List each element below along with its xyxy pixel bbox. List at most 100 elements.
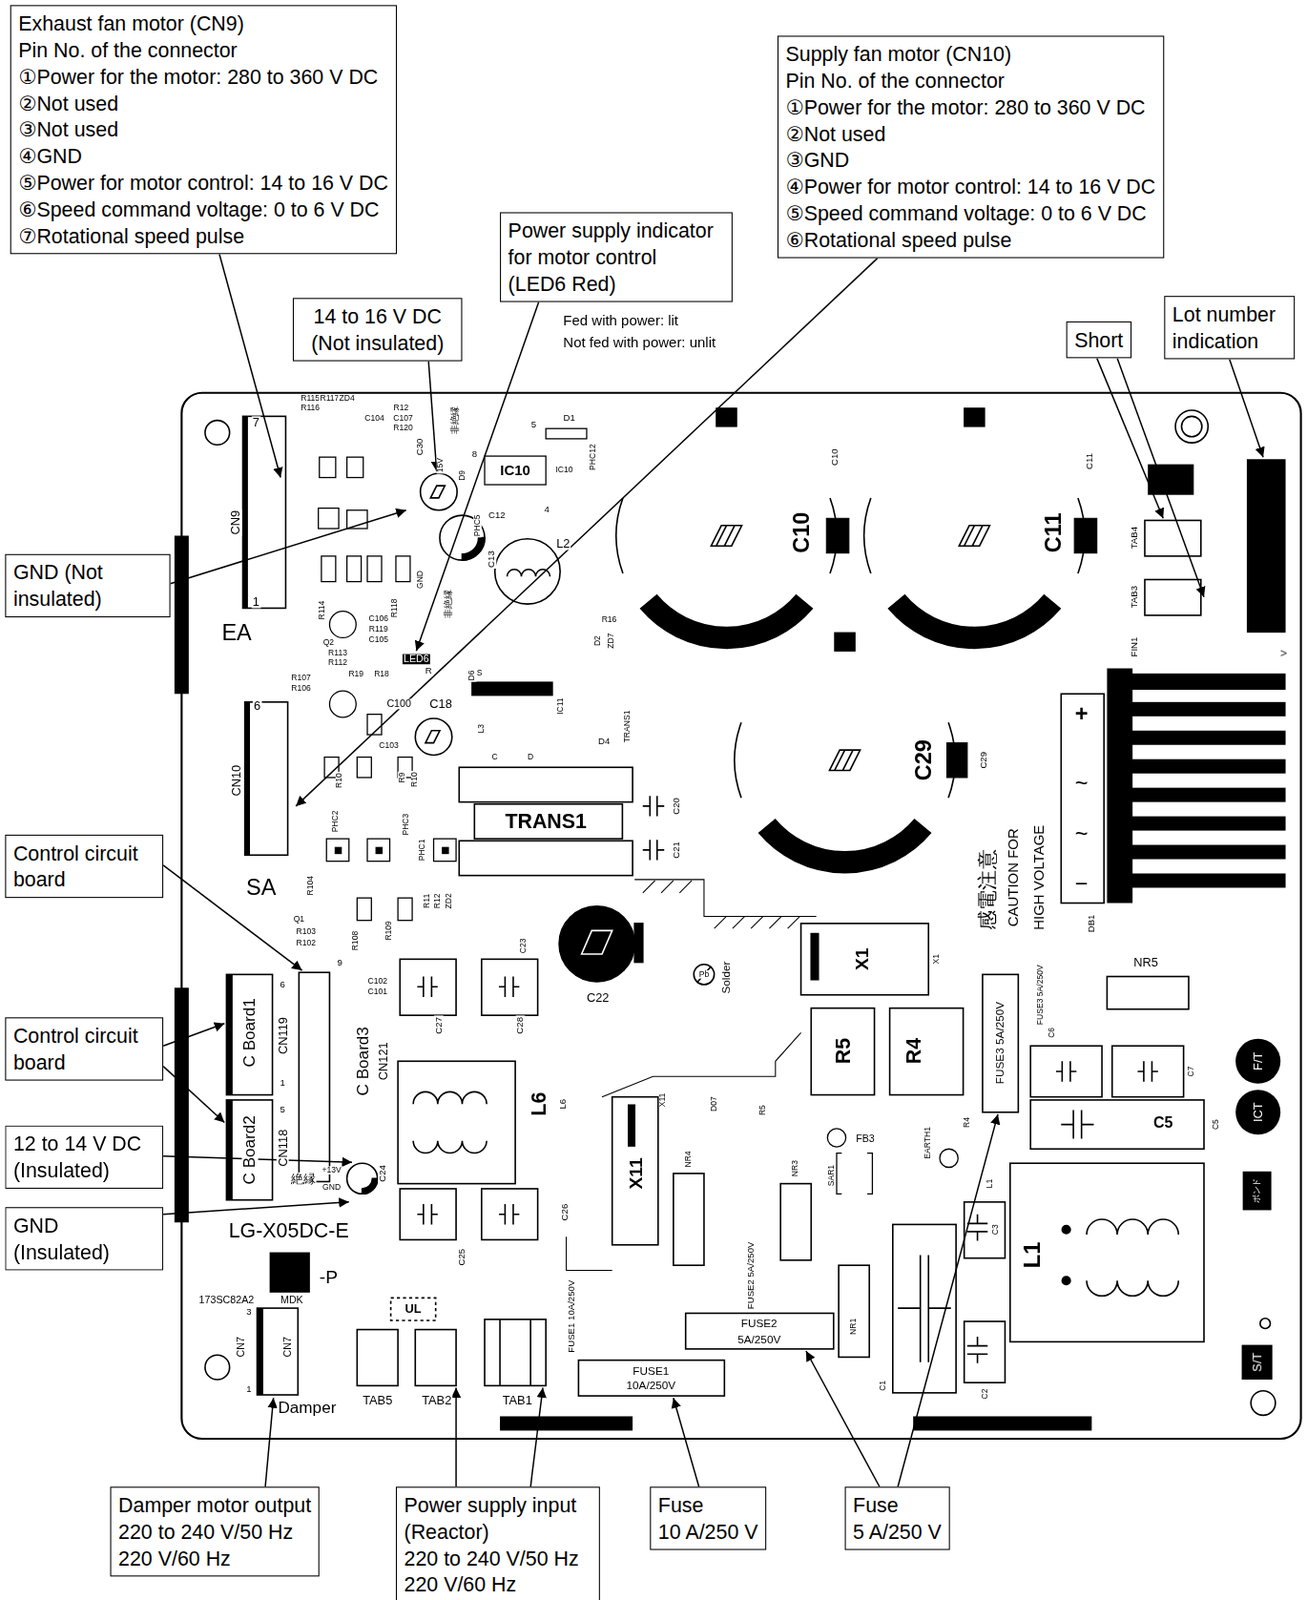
callout-box: GND (Insulated) [4,1206,164,1270]
part-label: 5A/250V [736,1333,782,1346]
callout-text: Pin No. of the connector [786,67,1157,95]
callout-text: ③GND [786,146,1157,174]
part-label: C103 [377,742,400,751]
power-component [685,1312,834,1349]
film-capacitor [498,976,519,997]
connector-latch [226,415,264,1395]
connector-outline [257,1307,299,1395]
film-capacitor [1030,1099,1204,1149]
film-capacitor [399,795,1204,1393]
connector-outline [243,415,287,608]
part-label: 3 [245,1307,253,1318]
callout-text: Pin No. of the connector [18,37,389,64]
small-component [836,1153,872,1195]
callout-text: ④GND [18,143,389,170]
part-label: C5 [1212,1118,1222,1131]
power-component [628,1104,635,1146]
part-label: PHC3 [401,812,411,837]
part-label: 非絶縁 [444,589,455,620]
callout-box: Damper motor output220 to 240 V/50 Hz220… [110,1486,320,1577]
part-label: 1 [245,1385,253,1395]
part-label: L6 [559,1098,569,1111]
part-label: C7 [1187,1064,1197,1078]
part-label: C Board1 [241,996,258,1068]
callout-box: Fuse10 A/250 V [649,1486,767,1550]
large-capacitor [710,525,742,546]
large-capacitor [946,743,967,778]
small-component [356,757,372,778]
part-label: + [1074,703,1090,727]
part-label: C24 [377,1163,388,1183]
part-label: FUSE1 [631,1366,670,1378]
part-label: 10A/250V [624,1379,677,1391]
part-label: 1 [251,596,261,609]
large-capacitor [648,601,806,638]
electrolytic-capacitor [559,906,635,982]
part-label: C29 [978,750,989,770]
part-label: PHC1 [417,837,427,862]
callout-text: Fuse [852,1492,942,1519]
callout-text: 220 V/60 Hz [404,1571,593,1598]
small-component [329,611,356,639]
small-component [318,428,959,1194]
connector-outline [245,702,289,855]
part-label: C106 [367,615,390,624]
leader-line [219,253,281,478]
part-label: TAB4 [1129,525,1140,551]
small-component [434,838,457,862]
large-capacitor [734,722,955,798]
part-label: CN9 [229,509,243,537]
part-label: S [476,669,484,679]
inductor-symbol [413,1091,487,1104]
board-edge-tab [174,987,189,1223]
part-label: 感電注意 [976,848,997,933]
part-label: GND [321,1183,342,1193]
part-label: SA [245,876,278,900]
part-label: C2 [981,1387,991,1400]
callout-box: Short [1066,321,1132,359]
part-label: D1 [562,414,577,424]
leader-line [1117,357,1204,597]
part-label: 4 [543,505,552,516]
part-label: 非絶縁 [450,405,460,436]
part-label: C11 [1042,511,1066,554]
part-label: Q1 [292,914,307,924]
leader-line [163,1023,225,1047]
part-label: F/T [1251,1051,1265,1072]
part-label: R114 [318,600,328,622]
transformer [458,767,633,802]
high-voltage-boundary [566,1236,613,1270]
part-label: 絶縁 [290,1172,317,1185]
connector-latch [226,1099,232,1201]
part-label: EARTH1 [924,1125,934,1161]
board-outline [181,393,1301,1439]
part-label: 5 [278,1105,287,1116]
large-capacitor [895,601,1053,638]
high-voltage-boundary [566,879,817,1271]
part-label: R104 [307,874,316,897]
mounting-hole [1181,415,1202,436]
film-capacitor [416,1203,437,1225]
optocoupler-dot [334,847,342,854]
leader-line [163,1066,225,1123]
part-label: CAUTION FOR [1006,827,1021,928]
power-component [982,974,1018,1112]
electrolytic-capacitor [347,1162,378,1194]
callout-text: (LED6 Red) [508,269,726,297]
part-label: C21 [671,840,682,860]
part-label: TAB5 [361,1393,394,1407]
part-label: Pb [698,970,711,979]
inductor-symbol [413,1141,487,1154]
film-capacitor [399,958,457,1016]
part-label: 1 [278,1078,287,1089]
part-label: FUSE2 5A/250V [746,1240,756,1310]
callout-text: ③Not used [18,116,389,144]
part-label: C3 [992,1223,1001,1236]
part-label: C6 [1047,1026,1057,1039]
large-capacitor [864,497,1085,574]
part-label: TAB3 [1129,584,1140,610]
callout-box: Exhaust fan motor (CN9)Pin No. of the co… [10,4,397,254]
part-label: R12 [434,892,443,910]
small-component [939,1148,958,1167]
callout-text: ④Power for motor control: 14 to 16 V DC [786,173,1157,201]
